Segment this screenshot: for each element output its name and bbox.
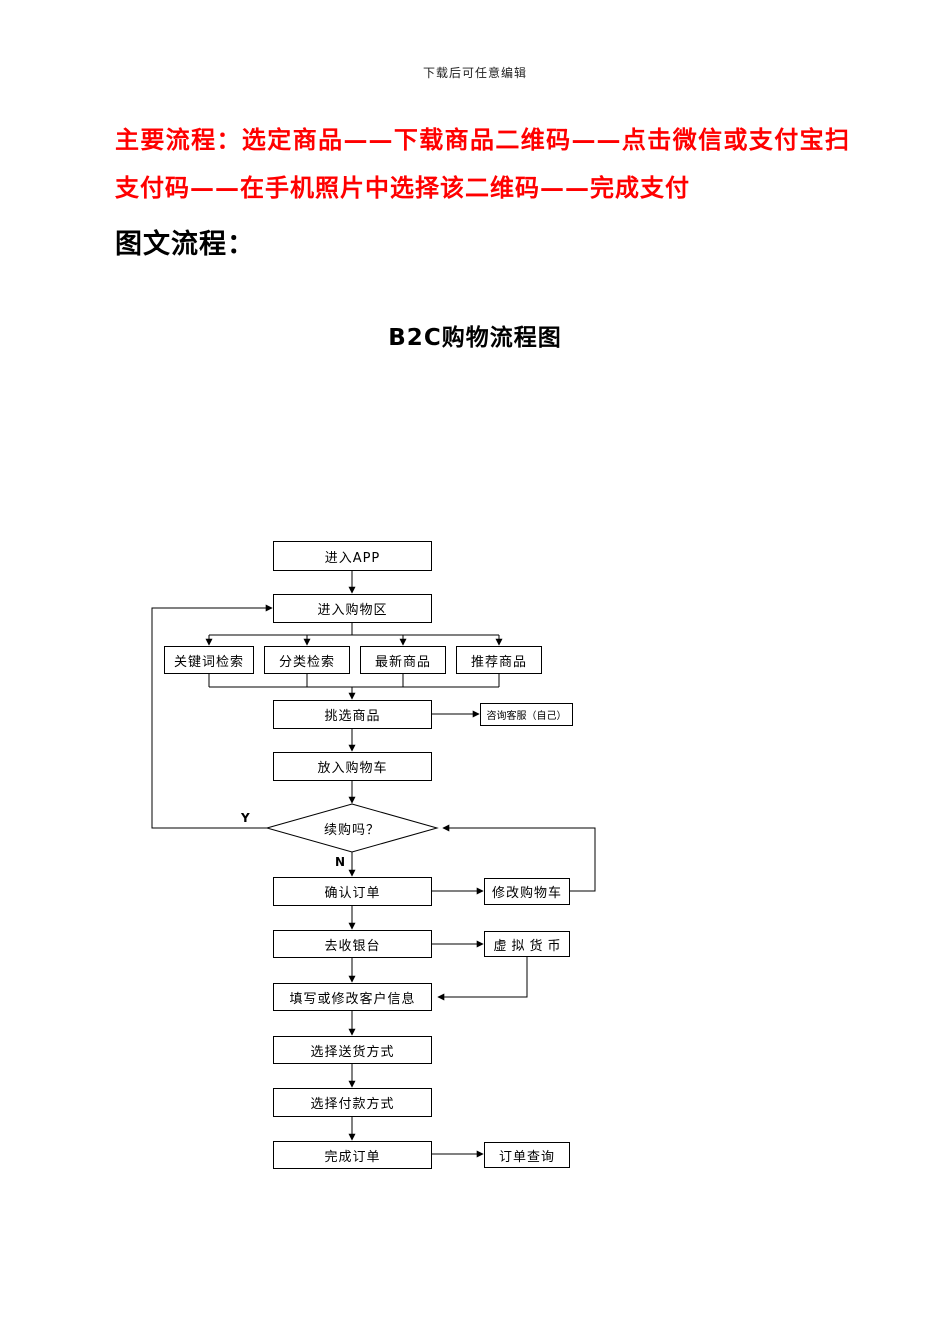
flow-node-choose-delivery-method: 选择送货方式 [273, 1036, 432, 1064]
flow-node-confirm-order: 确认订单 [273, 877, 432, 906]
diagram-title: B2C购物流程图 [388, 325, 562, 351]
flow-node-consult-customer-service: 咨询客服（自己） [480, 703, 573, 726]
flow-node-fill-customer-info: 填写或修改客户信息 [273, 983, 432, 1011]
flow-node-go-to-checkout: 去收银台 [273, 930, 432, 958]
decision-diamond-shape [265, 803, 439, 853]
flow-node-enter-app: 进入APP [273, 541, 432, 571]
flow-node-keyword-search: 关键词检索 [164, 646, 254, 674]
flow-node-enter-shopping-area: 进入购物区 [273, 594, 432, 623]
document-header-text: 下载后可任意编辑 [422, 66, 527, 80]
flow-node-continue-purchase-decision: 续购吗？ [323, 822, 380, 838]
flow-node-add-to-cart: 放入购物车 [273, 752, 432, 781]
flow-node-category-search: 分类检索 [264, 646, 350, 674]
edge-label-yes: Y [241, 811, 250, 825]
flow-node-modify-cart: 修改购物车 [484, 878, 570, 905]
flow-node-complete-order: 完成订单 [273, 1141, 432, 1169]
edge-label-no: N [335, 855, 346, 869]
flow-node-recommended-products: 推荐商品 [456, 646, 542, 674]
flow-node-newest-products: 最新商品 [360, 646, 446, 674]
flow-node-choose-payment-method: 选择付款方式 [273, 1088, 432, 1117]
section-label: 图文流程： [115, 229, 255, 260]
main-flow-description: 主要流程：选定商品——下载商品二维码——点击微信或支付宝扫支付码——在手机照片中… [115, 125, 850, 202]
flow-node-order-inquiry: 订单查询 [484, 1142, 570, 1168]
connector-lines [151, 571, 596, 1158]
flow-node-virtual-currency: 虚拟货币 [484, 931, 570, 957]
flow-node-pick-products: 挑选商品 [273, 700, 432, 729]
